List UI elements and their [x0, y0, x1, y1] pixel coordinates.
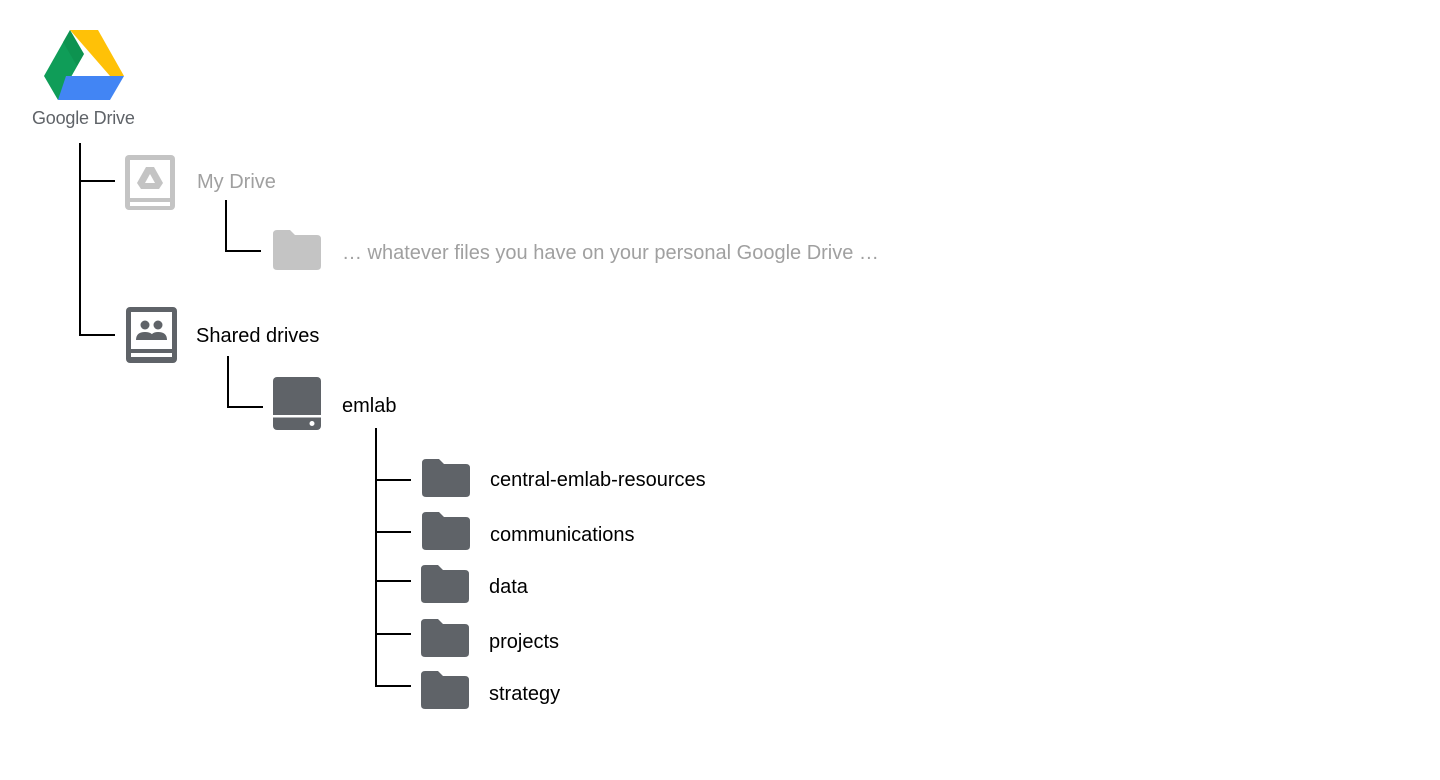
folder-branch [375, 685, 411, 687]
folder-branch [375, 531, 411, 533]
folder-icon [273, 230, 321, 270]
folder-icon [421, 619, 469, 657]
my-drive-icon [125, 155, 175, 210]
emlab-drive-label[interactable]: emlab [342, 395, 397, 417]
folder-label[interactable]: strategy [489, 683, 561, 705]
personal-files-placeholder: … whatever files you have on your person… [342, 242, 879, 264]
shared-drives-child-branch [227, 406, 263, 408]
logo-text: Google Drive [32, 108, 135, 128]
my-drive-child-connector [225, 200, 227, 252]
folder-icon [421, 565, 469, 603]
folder-label[interactable]: communications [490, 524, 635, 546]
folder-label[interactable]: data [489, 576, 528, 598]
folder-icon [422, 512, 470, 550]
folder-icon [422, 459, 470, 497]
emlab-folders-connector [375, 428, 377, 687]
drive-icon [273, 377, 321, 430]
folder-icon [421, 671, 469, 709]
folder-branch [375, 580, 411, 582]
google-drive-logo [44, 30, 124, 100]
folder-branch [375, 633, 411, 635]
shared-drives-child-connector [227, 356, 229, 408]
folder-label[interactable]: central-emlab-resources [490, 469, 706, 491]
folder-branch [375, 479, 411, 481]
my-drive-child-branch [225, 250, 261, 252]
shared-drives-branch [79, 334, 115, 336]
folder-label[interactable]: projects [489, 631, 560, 653]
shared-drives-label[interactable]: Shared drives [196, 325, 320, 347]
my-drive-branch [79, 180, 115, 182]
root-connector [79, 143, 81, 336]
my-drive-label[interactable]: My Drive [197, 171, 276, 193]
shared-drives-icon [126, 307, 177, 363]
